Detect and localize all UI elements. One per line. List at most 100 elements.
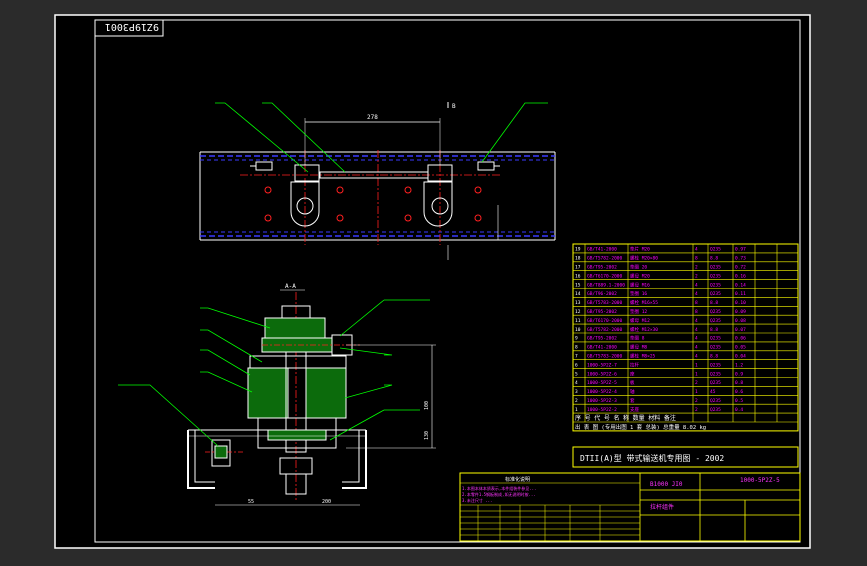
bom-header: 序 号 代 号 名 称 数量 材料 备注 — [575, 414, 676, 422]
bom-cell: 4 — [695, 247, 698, 253]
bom-cell: GB/T5783-2000 — [587, 300, 623, 306]
bom-cell: 0.16 — [735, 273, 746, 279]
section-view: A-A 55 200 — [187, 283, 436, 506]
bom-cell: 4 — [695, 354, 698, 360]
bom-cell: 0.05 — [735, 345, 746, 351]
bom-cell: 4 — [695, 282, 698, 288]
bom-cell: GB/T95-2002 — [587, 309, 617, 315]
bom-cell: 1000-5P2Z-6 — [587, 371, 617, 377]
bom-cell: Q235 — [710, 398, 721, 404]
bom-cell: 8 — [695, 256, 698, 262]
bom-cell: 2 — [695, 273, 698, 279]
bom-cell: 8.8 — [710, 256, 718, 262]
bom-cell: 4 — [695, 327, 698, 333]
bom-cell: 螺栓 M8×25 — [630, 353, 656, 360]
part-name: 拉杆组件 — [650, 503, 674, 511]
bom-cell: 0.72 — [735, 265, 746, 271]
bom-cell: GB/T6170-2000 — [587, 318, 623, 324]
bom-cell: 10 — [575, 327, 581, 333]
bom-cell: 14 — [575, 291, 581, 297]
bom-cell: GB/T95-2002 — [587, 336, 617, 342]
bom-cell: Q235 — [710, 282, 721, 288]
bom-cell: GB/T5782-2000 — [587, 327, 623, 333]
dim-top: 278 — [367, 114, 378, 121]
bom-cell: 2 — [575, 398, 578, 404]
drawing-code: 9Z19P3001 — [105, 21, 159, 32]
bom-cell: 19 — [575, 247, 581, 253]
bom-cell: Q235 — [710, 407, 721, 413]
bom-cell: 座 — [630, 370, 635, 377]
revision-title: 标准化说明 — [505, 476, 530, 483]
bom-cell: 45 — [710, 389, 716, 395]
bom-cell: 8 — [575, 345, 578, 351]
bom-cell: 7 — [575, 354, 578, 360]
bom-cell: 螺栓 M16×55 — [630, 299, 658, 306]
bom-cell: Q235 — [710, 336, 721, 342]
bom-cell: 0.8 — [735, 380, 743, 386]
bom-cell: 0.06 — [735, 336, 746, 342]
bom-cell: 18 — [575, 256, 581, 262]
bom-cell: GB/T5782-2000 — [587, 256, 623, 262]
bom-cell: Q235 — [710, 371, 721, 377]
bom-cell: 0.4 — [735, 407, 743, 413]
bom-cell: 0.11 — [735, 291, 746, 297]
bom-cell: 16 — [575, 273, 581, 279]
bom-cell: 8 — [695, 309, 698, 315]
bom-cell: 17 — [575, 265, 581, 271]
bom-cell: 垫圈 8 — [630, 335, 645, 342]
bom-cell: 4 — [695, 291, 698, 297]
bom-cell: Q235 — [710, 265, 721, 271]
bom-cell: Q235 — [710, 309, 721, 315]
bom-cell: Q235 — [710, 291, 721, 297]
bom-cell: 11 — [575, 318, 581, 324]
bom-cell: Q235 — [710, 362, 721, 368]
dim-bottom-left: 55 — [248, 499, 254, 505]
section-title: A-A — [285, 283, 296, 290]
bom-cell: 垫片 M20 — [630, 246, 650, 253]
bom-cell: 2 — [695, 398, 698, 404]
title-main: DTII(A)型 带式输送机专用图 - 2002 — [580, 453, 724, 463]
bom-cell: 8.8 — [710, 354, 718, 360]
bom-cell: GB/T96-2002 — [587, 291, 617, 297]
bom-cell: 1 — [575, 407, 578, 413]
bom-cell: 12 — [575, 309, 581, 315]
note-2: 2.本零件1.5钢板制成,如无说明时按... — [462, 491, 536, 497]
bom-cell: Q235 — [710, 380, 721, 386]
bom-cell: GB/T5783-2000 — [587, 354, 623, 360]
section-mark-top: B — [452, 103, 456, 110]
bom-cell: 15 — [575, 282, 581, 288]
bom-cell: 4 — [695, 345, 698, 351]
bom-cell: 1000-5P2Z-2 — [587, 407, 617, 413]
bom-cell: 0.97 — [735, 247, 746, 253]
bom-cell: 1 — [695, 371, 698, 377]
bom-cell: 1 — [695, 389, 698, 395]
dim-right-height: 130 — [424, 431, 430, 440]
bom-cell: 13 — [575, 300, 581, 306]
bom-total: 出 表 图 (专用出图 1 套 总装) 总重量 8.02 kg — [575, 423, 706, 431]
bom-cell: 2 — [695, 380, 698, 386]
bom-cell: 板 — [630, 379, 635, 386]
bom-cell: GB/T889.1-2000 — [587, 282, 625, 288]
bom-cell: Q235 — [710, 273, 721, 279]
scale-text: B1000 JI0 — [650, 481, 683, 488]
bom-cell: Q235 — [710, 318, 721, 324]
bom-cell: 垫圈 20 — [630, 264, 647, 271]
bom-cell: 1 — [695, 362, 698, 368]
bom-cell: GB/T41-2000 — [587, 247, 617, 253]
title-block: DTII(A)型 带式输送机专用图 - 2002 B1000 JI0 1000-… — [459, 446, 801, 542]
bom-cell: 2 — [695, 407, 698, 413]
plan-leaders — [215, 102, 548, 173]
bom-cell: 5 — [575, 371, 578, 377]
bom-cell: 垫圈 16 — [630, 290, 647, 297]
bom-cell: 螺母 M8 — [630, 344, 647, 351]
bom-cell: 8 — [695, 300, 698, 306]
bom-cell: 轴 — [630, 388, 635, 395]
bom-cell: 螺母 M16 — [630, 281, 650, 288]
note-1: 1.本图本体本质表示,本件组装件参见... — [462, 485, 536, 491]
bom-cell: 0.5 — [735, 398, 743, 404]
bom-cell: 1000-5P2Z-3 — [587, 398, 617, 404]
bom-cell: 0.04 — [735, 354, 746, 360]
